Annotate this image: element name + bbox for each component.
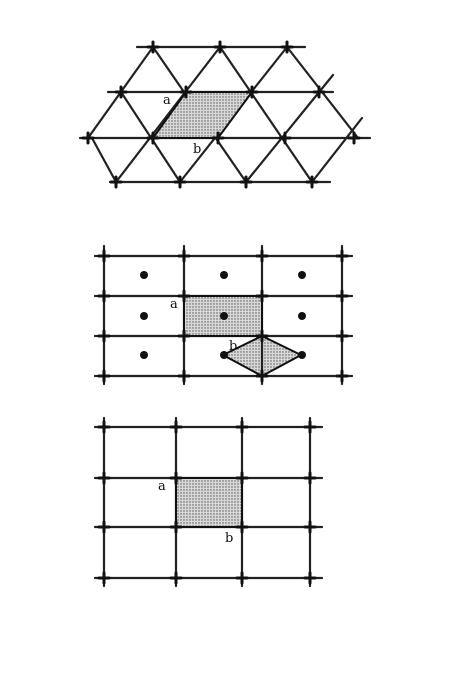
centered-point <box>220 351 228 359</box>
lattice-node <box>255 369 269 383</box>
lattice-node <box>169 471 183 485</box>
lattice-node <box>245 85 259 99</box>
hex-vector-label-a: a <box>163 93 171 108</box>
hex-diagonal-line <box>90 136 118 184</box>
lattice-node <box>335 369 349 383</box>
lattice-node <box>278 131 292 145</box>
lattice-node <box>97 289 111 303</box>
centered-point <box>298 271 306 279</box>
lattice-node <box>179 85 193 99</box>
centered-rectangular-lattice: a b <box>93 244 354 386</box>
crect-conventional-cell <box>183 295 263 337</box>
lattice-node <box>97 369 111 383</box>
lattice-node <box>347 131 361 145</box>
lattice-node <box>109 175 123 189</box>
lattice-node <box>177 249 191 263</box>
crect-vector-label-a: a <box>170 297 178 312</box>
lattice-node <box>280 40 294 54</box>
hexagonal-lattice: a b <box>78 40 372 189</box>
lattice-node <box>335 289 349 303</box>
lattice-node <box>97 471 111 485</box>
square-unit-cell <box>175 477 243 528</box>
centered-point <box>220 312 228 320</box>
square-lattice-nodes <box>97 420 317 585</box>
lattice-node <box>97 249 111 263</box>
lattice-node <box>146 40 160 54</box>
hex-diagonal-line <box>114 45 222 184</box>
lattice-node <box>97 420 111 434</box>
lattice-node <box>303 520 317 534</box>
lattice-node <box>211 131 225 145</box>
lattice-node <box>213 40 227 54</box>
lattice-node <box>177 289 191 303</box>
centered-point <box>220 271 228 279</box>
lattice-node <box>255 329 269 343</box>
lattice-node <box>239 175 253 189</box>
lattice-node <box>235 571 249 585</box>
centered-point <box>140 271 148 279</box>
lattice-node <box>173 175 187 189</box>
hex-diagonal-line <box>218 45 314 184</box>
hex-vector-label-b: b <box>193 142 201 157</box>
lattice-node <box>303 571 317 585</box>
centered-point <box>298 312 306 320</box>
hex-lattice-nodes <box>81 40 361 189</box>
lattice-node <box>305 175 319 189</box>
lattice-node <box>146 131 160 145</box>
lattice-node <box>177 369 191 383</box>
lattice-node <box>81 131 95 145</box>
lattice-node <box>97 329 111 343</box>
lattice-node <box>335 329 349 343</box>
lattice-node <box>177 329 191 343</box>
crect-lattice-nodes <box>97 249 349 383</box>
lattice-node <box>97 520 111 534</box>
lattice-node <box>312 85 326 99</box>
lattice-node <box>97 571 111 585</box>
lattice-node <box>169 420 183 434</box>
lattice-node <box>255 249 269 263</box>
square-vector-label-b: b <box>225 531 233 546</box>
square-lattice: a b <box>93 416 324 588</box>
lattice-node <box>235 420 249 434</box>
centered-point <box>140 351 148 359</box>
square-vector-label-a: a <box>158 479 166 494</box>
lattice-node <box>303 471 317 485</box>
centered-point <box>298 351 306 359</box>
lattice-node <box>255 289 269 303</box>
hex-diagonal-line <box>310 116 364 184</box>
lattice-node <box>114 85 128 99</box>
lattice-node <box>235 471 249 485</box>
centered-point <box>140 312 148 320</box>
lattice-node <box>335 249 349 263</box>
lattice-node <box>303 420 317 434</box>
lattice-node <box>169 520 183 534</box>
crect-centered-points <box>140 271 306 359</box>
lattice-node <box>169 571 183 585</box>
crect-vector-label-b: b <box>229 339 237 354</box>
lattice-node <box>235 520 249 534</box>
